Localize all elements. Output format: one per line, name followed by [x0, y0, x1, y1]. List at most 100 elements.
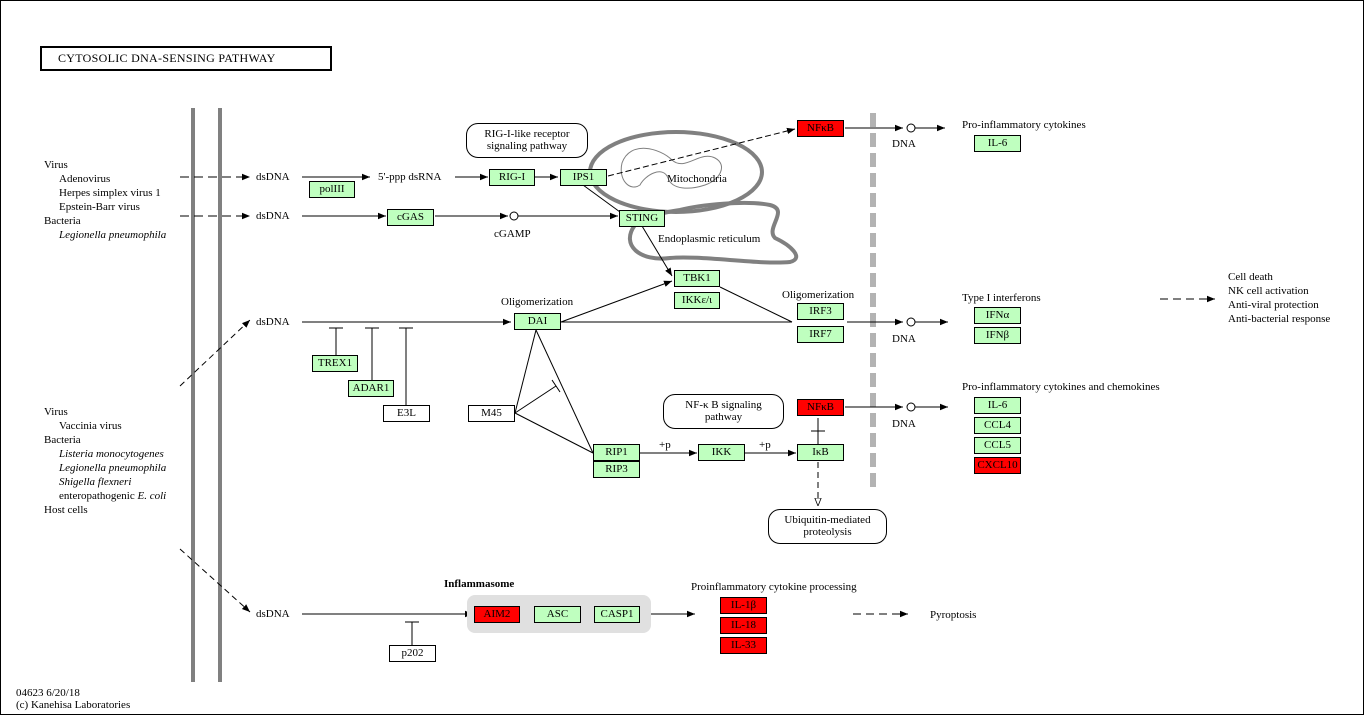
gene-tbk1[interactable]: TBK1	[674, 270, 720, 287]
pathogen-bacteria-label: Bacteria	[44, 215, 81, 227]
gene-p202[interactable]: p202	[389, 645, 436, 662]
label-outcome: NK cell activation	[1228, 285, 1309, 297]
map-link-nfkb-pathway[interactable]: NF-κ B signaling pathway	[663, 394, 784, 429]
map-link-rig-i-pathway[interactable]: RIG-I-like receptor signaling pathway	[466, 123, 588, 158]
gene-il18[interactable]: IL-18	[720, 617, 767, 634]
gene-il33[interactable]: IL-33	[720, 637, 767, 654]
compound-dna[interactable]: DNA	[892, 138, 916, 150]
gene-ifna[interactable]: IFNα	[974, 307, 1021, 324]
pathogen-virus: Herpes simplex virus 1	[59, 187, 161, 199]
pathogen-ecoli: enteropathogenic E. coli	[59, 490, 166, 503]
ecoli-prefix: enteropathogenic	[59, 490, 138, 502]
gene-ifnb[interactable]: IFNβ	[974, 327, 1021, 344]
label-phosphorylation: +p	[759, 439, 771, 451]
gene-dai[interactable]: DAI	[514, 313, 561, 330]
gene-irf3[interactable]: IRF3	[797, 303, 844, 320]
gene-ccl4[interactable]: CCL4	[974, 417, 1021, 434]
gene-aim2[interactable]: AIM2	[474, 606, 520, 623]
label-oligomerization: Oligomerization	[501, 296, 574, 308]
gene-nfkb[interactable]: NFκB	[797, 399, 844, 416]
map-link-line: proteolysis	[803, 526, 852, 538]
gene-irf7[interactable]: IRF7	[797, 326, 844, 343]
dna-node-3	[906, 402, 916, 412]
map-link-line: RIG-I-like receptor	[484, 128, 570, 140]
gene-ikb[interactable]: IκB	[797, 444, 844, 461]
label-outcome: Anti-bacterial response	[1228, 313, 1331, 325]
gene-ips1[interactable]: IPS1	[560, 169, 607, 186]
gene-il6[interactable]: IL-6	[974, 397, 1021, 414]
edge-dai-rip	[535, 329, 594, 454]
map-link-line: signaling pathway	[486, 140, 568, 152]
compound-dsdna[interactable]: dsDNA	[256, 316, 290, 328]
gene-adar1[interactable]: ADAR1	[348, 380, 394, 397]
map-link-ubiquitin-proteolysis[interactable]: Ubiquitin-mediated proteolysis	[768, 509, 887, 544]
edge-ips1-sting	[582, 184, 621, 213]
compound-dsdna[interactable]: dsDNA	[256, 171, 290, 183]
gene-poliii[interactable]: polIII	[309, 181, 355, 198]
edge-dai-tbk1	[560, 280, 673, 323]
pathogen-virus: Vaccinia virus	[59, 420, 122, 432]
gene-rip3[interactable]: RIP3	[593, 461, 640, 478]
gene-cxcl10[interactable]: CXCL10	[974, 457, 1021, 474]
gene-rip1[interactable]: RIP1	[593, 444, 640, 461]
pathogen-bacterium: Listeria monocytogenes	[59, 448, 164, 460]
label-outcome: Cell death	[1228, 271, 1273, 283]
edge-pathogen-dsdna4	[179, 548, 251, 613]
pathogen-bacterium: Legionella pneumophila	[59, 462, 167, 474]
label-inflammasome: Inflammasome	[444, 578, 515, 590]
map-link-line: Ubiquitin-mediated	[784, 514, 871, 526]
er-shape	[628, 200, 799, 265]
pathogen-virus-label: Virus	[44, 159, 68, 171]
compound-cgamp[interactable]: cGAMP	[494, 228, 531, 240]
gene-ikke[interactable]: IKKε/ι	[674, 292, 720, 309]
dna-node-1	[906, 123, 916, 133]
gene-asc[interactable]: ASC	[534, 606, 581, 623]
inhib-m45	[514, 385, 557, 414]
compound-dna[interactable]: DNA	[892, 333, 916, 345]
edge-pathogen-dsdna3	[179, 319, 251, 387]
gene-nfkb[interactable]: NFκB	[797, 120, 844, 137]
map-link-line: pathway	[704, 411, 743, 423]
gene-trex1[interactable]: TREX1	[312, 355, 358, 372]
label-phosphorylation: +p	[659, 439, 671, 451]
pathogen-bacterium: Shigella flexneri	[59, 476, 132, 488]
compound-ppp-dsrna[interactable]: 5'-ppp dsRNA	[378, 171, 442, 183]
compound-dsdna[interactable]: dsDNA	[256, 608, 290, 620]
gene-cgas[interactable]: cGAS	[387, 209, 434, 226]
pathogen-bacterium: Legionella pneumophila	[59, 229, 167, 241]
gene-casp1[interactable]: CASP1	[594, 606, 640, 623]
gene-rig-i[interactable]: RIG-I	[489, 169, 535, 186]
edge-dai-m45	[514, 329, 537, 414]
gene-e3l[interactable]: E3L	[383, 405, 430, 422]
map-link-line: NF-κ B signaling	[685, 399, 762, 411]
pathogen-virus-label: Virus	[44, 406, 68, 418]
gene-ccl5[interactable]: CCL5	[974, 437, 1021, 454]
gene-m45[interactable]: M45	[468, 405, 515, 422]
gene-ikk[interactable]: IKK	[698, 444, 745, 461]
label-cytokine-processing: Proinflammatory cytokine processing	[691, 581, 857, 593]
gene-sting[interactable]: STING	[619, 210, 665, 227]
compound-dsdna[interactable]: dsDNA	[256, 210, 290, 222]
mitochondria-shape	[588, 130, 764, 214]
cgamp-node	[509, 211, 519, 221]
label-pyroptosis: Pyroptosis	[930, 609, 977, 621]
label-oligomerization: Oligomerization	[782, 289, 855, 301]
dna-node-2	[906, 317, 916, 327]
pathogen-bacteria-label: Bacteria	[44, 434, 81, 446]
pathogen-virus: Adenovirus	[59, 173, 111, 185]
gene-il1b[interactable]: IL-1β	[720, 597, 767, 614]
pathogen-host: Host cells	[44, 504, 88, 516]
ecoli-name: E. coli	[137, 490, 167, 502]
gene-il6[interactable]: IL-6	[974, 135, 1021, 152]
footer-id-date: 04623 6/20/18	[16, 687, 80, 699]
edge-sting-tbk1	[641, 225, 673, 277]
footer-copyright: (c) Kanehisa Laboratories	[16, 699, 131, 711]
edge-ips1-nfkb	[607, 127, 796, 177]
label-er: Endoplasmic reticulum	[658, 233, 761, 245]
edge-m45-rip	[514, 412, 594, 454]
pathway-title: CYTOSOLIC DNA-SENSING PATHWAY	[40, 46, 332, 71]
label-type1-ifn: Type I interferons	[962, 292, 1041, 304]
compound-dna[interactable]: DNA	[892, 418, 916, 430]
label-outcome: Anti-viral protection	[1228, 299, 1319, 311]
